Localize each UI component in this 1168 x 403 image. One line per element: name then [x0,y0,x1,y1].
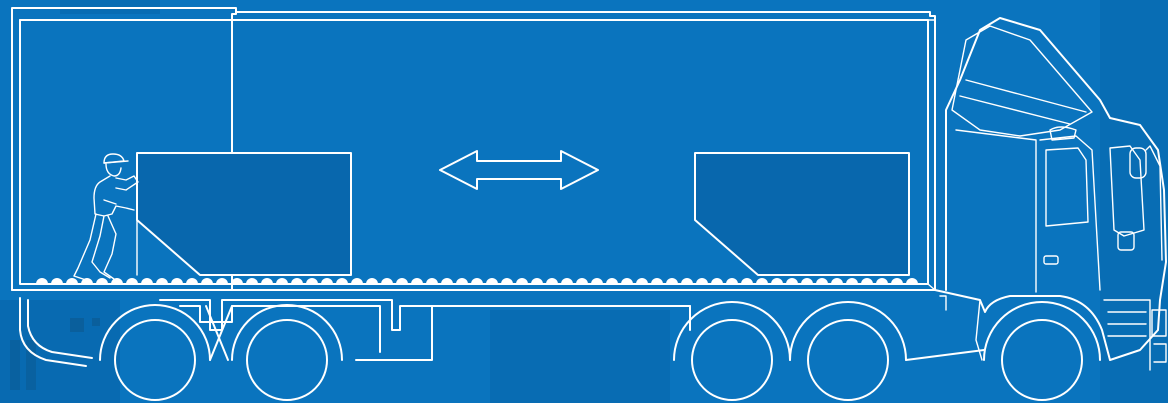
truck-loading-illustration [0,0,1168,403]
